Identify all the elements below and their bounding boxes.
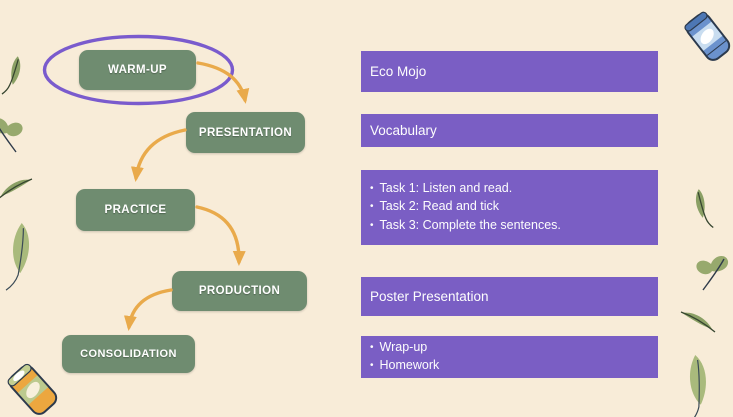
content-box-eco-mojo: Eco Mojo bbox=[361, 51, 658, 92]
bullet-icon: • bbox=[370, 360, 374, 371]
flow-step-practice: PRACTICE bbox=[76, 189, 195, 231]
soda-can-icon bbox=[684, 11, 731, 61]
wrap-up-text: Wrap-up bbox=[379, 339, 428, 354]
leaf-icon bbox=[688, 355, 706, 417]
task-2-text: Task 2: Read and tick bbox=[379, 199, 500, 214]
leaf-icon bbox=[695, 189, 714, 229]
flow-step-presentation-label: PRESENTATION bbox=[198, 126, 293, 139]
flow-step-production-label: PRODUCTION bbox=[198, 285, 281, 297]
flow-step-consolidation-label: CONSOLIDATION bbox=[80, 348, 177, 360]
leaf-icon bbox=[5, 223, 30, 291]
homework-text: Homework bbox=[379, 358, 440, 372]
task-item: • Task 1: Listen and read. bbox=[370, 180, 658, 199]
task-item: • Task 2: Read and tick bbox=[370, 198, 658, 217]
flow-step-warmup: WARM-UP bbox=[79, 50, 196, 90]
vocabulary-text: Vocabulary bbox=[370, 123, 437, 138]
flow-step-presentation: PRESENTATION bbox=[186, 112, 305, 153]
wrap-item: • Wrap-up bbox=[370, 339, 658, 358]
bullet-icon: • bbox=[370, 219, 374, 231]
bullet-icon: • bbox=[370, 201, 374, 213]
content-box-poster: Poster Presentation bbox=[361, 277, 658, 316]
soda-can-icon bbox=[7, 363, 58, 415]
task-1-text: Task 1: Listen and read. bbox=[379, 180, 513, 195]
bullet-icon: • bbox=[370, 182, 374, 194]
content-box-wrapup: • Wrap-up • Homework bbox=[361, 336, 658, 378]
content-box-tasks: • Task 1: Listen and read. • Task 2: Rea… bbox=[361, 170, 658, 245]
poster-text: Poster Presentation bbox=[370, 289, 489, 304]
flow-step-production: PRODUCTION bbox=[172, 271, 307, 311]
arrow-presentation-to-practice-icon bbox=[130, 128, 187, 182]
task-item: • Task 3: Complete the sentences. bbox=[370, 217, 658, 236]
arrow-warmup-to-presentation-icon bbox=[196, 61, 250, 104]
leaf-icon bbox=[0, 178, 33, 199]
flow-step-warmup-label: WARM-UP bbox=[107, 64, 167, 76]
heart-leaf-icon bbox=[696, 255, 729, 291]
arrow-production-to-consolidation-icon bbox=[123, 288, 173, 331]
heart-leaf-icon bbox=[0, 118, 23, 153]
leaf-icon bbox=[1, 56, 21, 95]
arrow-practice-to-production-icon bbox=[195, 205, 246, 266]
content-box-vocabulary: Vocabulary bbox=[361, 114, 658, 147]
wrap-item: • Homework bbox=[370, 357, 658, 376]
bullet-icon: • bbox=[370, 341, 374, 353]
flow-step-consolidation: CONSOLIDATION bbox=[62, 335, 195, 373]
task-3-text: Task 3: Complete the sentences. bbox=[379, 217, 561, 232]
flow-step-practice-label: PRACTICE bbox=[104, 204, 167, 216]
leaf-icon bbox=[680, 311, 716, 333]
eco-mojo-text: Eco Mojo bbox=[370, 64, 427, 79]
